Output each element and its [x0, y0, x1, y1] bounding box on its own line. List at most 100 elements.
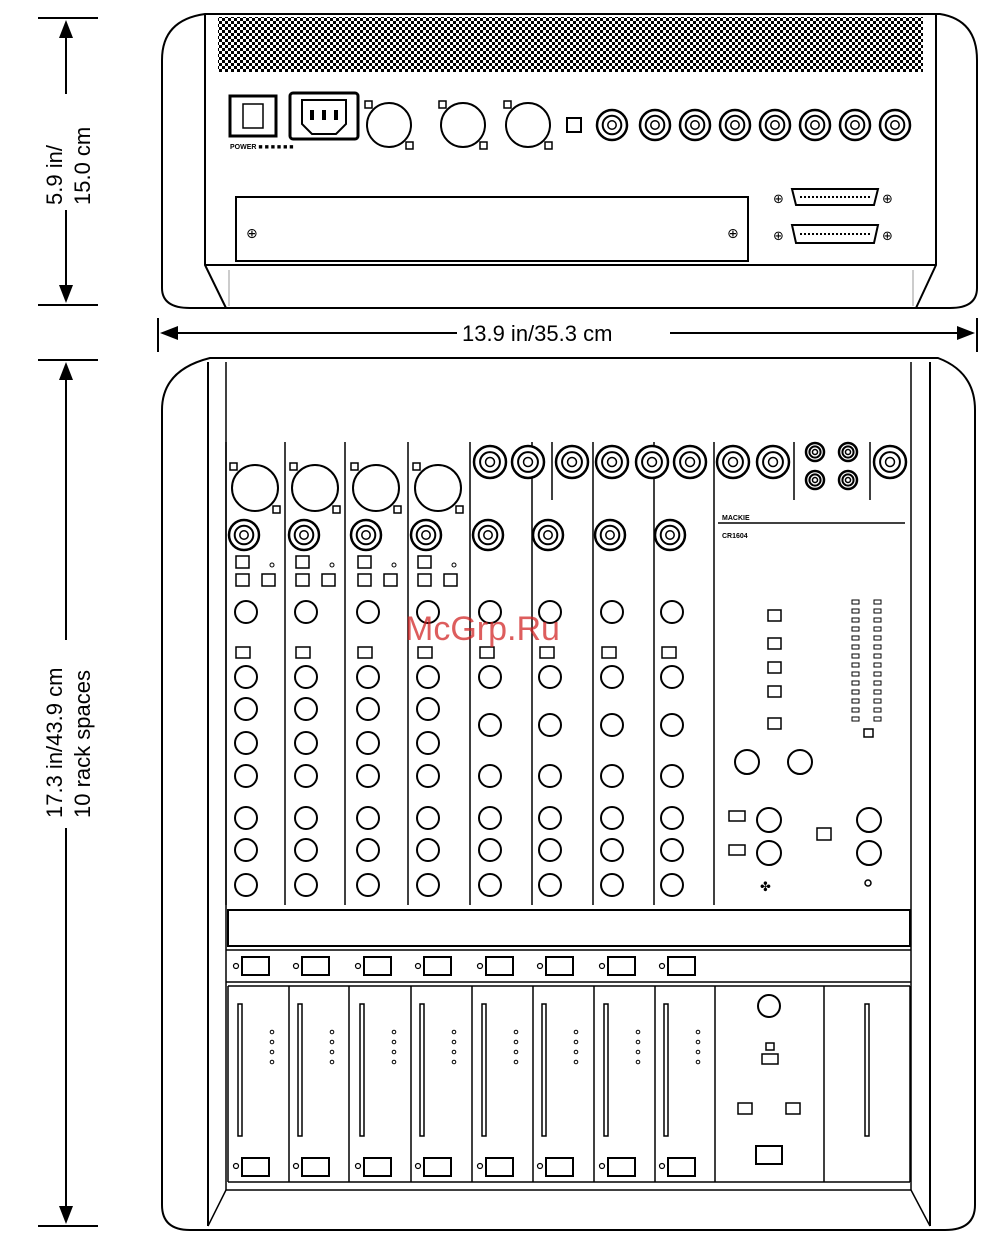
meter-led-right-10 [874, 681, 881, 685]
fader-slot-4 [420, 1004, 424, 1136]
depth-label-1: 17.3 in/43.9 cm [42, 668, 67, 818]
top-panel: MACKIE CR1604 ✤ [162, 358, 975, 1230]
cover-screw-left-icon: ⊕ [246, 226, 258, 242]
mute-led-5 [478, 964, 483, 969]
solo-button-7 [608, 1158, 635, 1176]
meter-led-left-11 [852, 690, 859, 694]
strip-2-knob-3 [295, 698, 317, 720]
strip-5-knob-5 [479, 807, 501, 829]
solo-led-6 [538, 1164, 543, 1169]
svg-text:⊕: ⊕ [773, 229, 784, 244]
mute-led-8 [660, 964, 665, 969]
solo-led-3 [356, 1164, 361, 1169]
expansion-cover [236, 197, 748, 261]
top-jack-1 [474, 446, 506, 478]
top-jack-6 [674, 446, 706, 478]
solo-button-3 [364, 1158, 391, 1176]
width-label: 13.9 in/35.3 cm [462, 321, 612, 346]
master-button-3 [768, 662, 781, 673]
strip-1-knob-7 [235, 839, 257, 861]
meter-led-left-8 [852, 663, 859, 667]
strip-8-knob-3 [661, 714, 683, 736]
strip-3-button-a [358, 556, 371, 568]
master-fader-button-2 [762, 1054, 778, 1064]
strip-2-knob-1 [295, 601, 317, 623]
top-jack-4 [596, 446, 628, 478]
line-jack-4 [411, 520, 441, 550]
solo-led-7 [600, 1164, 605, 1169]
meter-led-left-5 [852, 636, 859, 640]
strip-3-knob-6 [357, 807, 379, 829]
quad-jack-3 [806, 471, 824, 489]
svg-text:⊕: ⊕ [882, 192, 893, 207]
strip-7-knob-7 [601, 874, 623, 896]
meter-led-left-4 [852, 627, 859, 631]
strip-8-select-button [662, 647, 676, 658]
strip-5-knob-3 [479, 714, 501, 736]
strip-3-knob-1 [357, 601, 379, 623]
scribble-strip [228, 910, 910, 946]
mute-button-8 [668, 957, 695, 975]
meter-led-right-2 [874, 609, 881, 613]
rear-jack-8 [880, 110, 910, 140]
solo-button-8 [668, 1158, 695, 1176]
fader-slot-1 [238, 1004, 242, 1136]
meter-led-right-9 [874, 672, 881, 676]
strip-4-knob-6 [417, 807, 439, 829]
strip-2-knob-5 [295, 765, 317, 787]
strip-3-select-button [358, 647, 372, 658]
strip-3-knob-4 [357, 732, 379, 754]
strip-3-knob-5 [357, 765, 379, 787]
mute-button-6 [546, 957, 573, 975]
strip-7-knob-1 [601, 601, 623, 623]
line-jack-1 [229, 520, 259, 550]
strip-2-knob-6 [295, 807, 317, 829]
strip-7-knob-2 [601, 666, 623, 688]
strip-1-knob-1 [235, 601, 257, 623]
solo-button-2 [302, 1158, 329, 1176]
master-button-7 [729, 845, 745, 855]
mute-led-2 [294, 964, 299, 969]
master-fader-knob [758, 995, 780, 1017]
fader-slot-8 [664, 1004, 668, 1136]
meter-led-left-1 [852, 600, 859, 604]
strip-5-select-button [480, 647, 494, 658]
strip-2-button-b [296, 574, 309, 586]
rear-jack-6 [800, 110, 830, 140]
strip-8-knob-2 [661, 666, 683, 688]
depth-label-2: 10 rack spaces [70, 670, 95, 818]
meter-led-left-12 [852, 699, 859, 703]
master-knob-1 [735, 750, 759, 774]
strip-2-led [330, 563, 334, 567]
strip-4-select-button [418, 647, 432, 658]
solo-led-2 [294, 1164, 299, 1169]
strip-4-led [452, 563, 456, 567]
strip-1-select-button [236, 647, 250, 658]
strip-3-knob-7 [357, 839, 379, 861]
meter-led-right-1 [874, 600, 881, 604]
mute-led-6 [538, 964, 543, 969]
rear-jack-5 [760, 110, 790, 140]
fader-slot-3 [360, 1004, 364, 1136]
rear-height-label-2: 15.0 cm [70, 127, 95, 205]
strip-7-knob-3 [601, 714, 623, 736]
master-fader-button-3 [738, 1103, 752, 1114]
meter-led-right-3 [874, 618, 881, 622]
rear-height-label-1: 5.9 in/ [42, 144, 67, 205]
meter-led-right-8 [874, 663, 881, 667]
strip-7-knob-4 [601, 765, 623, 787]
strip-1-knob-6 [235, 807, 257, 829]
fader-slot-7 [604, 1004, 608, 1136]
meter-led-left-3 [852, 618, 859, 622]
meter-led-left-7 [852, 654, 859, 658]
quad-jack-4 [839, 471, 857, 489]
strip-1-button-c [262, 574, 275, 586]
line-jack-6 [533, 520, 563, 550]
strip-2-knob-2 [295, 666, 317, 688]
strip-6-knob-7 [539, 874, 561, 896]
solo-button-1 [242, 1158, 269, 1176]
svg-text:⊕: ⊕ [882, 229, 893, 244]
strip-1-knob-2 [235, 666, 257, 688]
strip-7-knob-6 [601, 839, 623, 861]
master-button-6 [729, 811, 745, 821]
